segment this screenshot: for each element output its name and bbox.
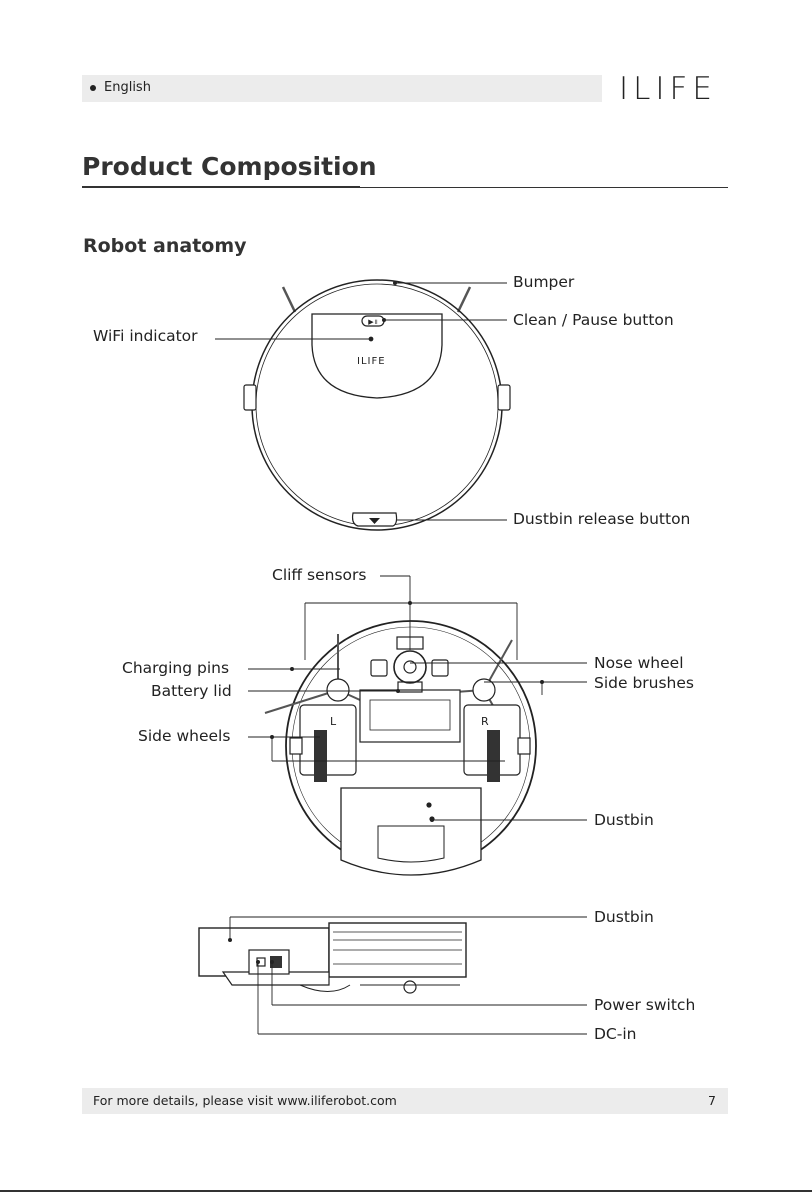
- robot-side-view: [199, 923, 466, 993]
- label-dustbin-bottom: Dustbin: [594, 810, 654, 830]
- label-side-brushes: Side brushes: [594, 673, 694, 693]
- robot-top-view: ▶॥: [244, 280, 510, 530]
- label-clean-pause-button: Clean / Pause button: [513, 310, 674, 330]
- robot-cover-logo: ILIFE: [357, 355, 386, 369]
- label-dc-in: DC-in: [594, 1024, 636, 1044]
- label-dustbin-release-button: Dustbin release button: [513, 509, 690, 529]
- label-side-wheels: Side wheels: [138, 726, 230, 746]
- robot-bottom-view: [265, 621, 536, 875]
- label-bumper: Bumper: [513, 272, 574, 292]
- svg-text:▶॥: ▶॥: [368, 318, 378, 326]
- label-power-switch: Power switch: [594, 995, 695, 1015]
- footer-text: For more details, please visit www.ilife…: [93, 1093, 397, 1109]
- label-battery-lid: Battery lid: [151, 681, 232, 701]
- right-wheel-mark: R: [481, 715, 489, 729]
- label-charging-pins: Charging pins: [122, 658, 229, 678]
- label-nose-wheel: Nose wheel: [594, 653, 684, 673]
- label-dustbin-side: Dustbin: [594, 907, 654, 927]
- label-cliff-sensors: Cliff sensors: [272, 565, 366, 585]
- label-wifi-indicator: WiFi indicator: [93, 326, 198, 346]
- left-wheel-mark: L: [330, 715, 336, 729]
- page-number: 7: [708, 1093, 716, 1109]
